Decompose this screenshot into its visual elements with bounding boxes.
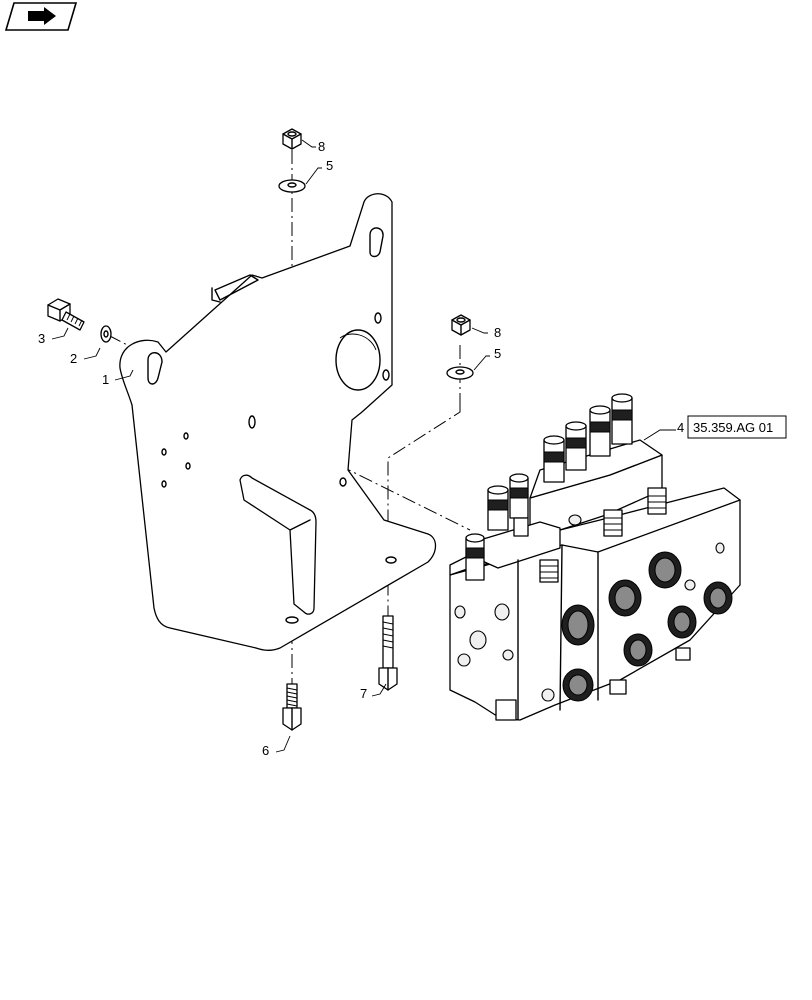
callout-5-right-label: 5 — [494, 346, 501, 361]
callout-2-label: 2 — [70, 351, 77, 366]
callout-6-label: 6 — [262, 743, 269, 758]
callout-8-right-label: 8 — [494, 325, 501, 340]
mounting-plate — [119, 193, 437, 651]
callout-6: 6 — [262, 735, 291, 758]
callout-8-top: 8 — [301, 139, 325, 154]
nut-right — [451, 314, 471, 336]
valve-ports — [454, 514, 733, 702]
navigation-arrow-icon[interactable] — [4, 2, 78, 31]
callout-2: 2 — [70, 347, 101, 366]
bolt-bottom-right — [378, 615, 398, 691]
washer-side — [100, 325, 112, 343]
callout-8-top-label: 8 — [318, 139, 325, 154]
callout-7: 7 — [360, 683, 387, 701]
callout-5-top-label: 5 — [326, 158, 333, 173]
washer-right — [446, 366, 474, 380]
callout-8-right: 8 — [471, 325, 501, 340]
washer-top — [278, 179, 306, 193]
control-valve-assembly — [449, 393, 741, 721]
callout-1: 1 — [102, 369, 134, 387]
reference-box[interactable] — [687, 415, 787, 439]
callout-4: 4 35.359.AG 01 — [643, 415, 787, 441]
solenoid-cartridges — [465, 393, 633, 581]
callout-4-label: 4 — [677, 420, 684, 435]
bolt-side — [47, 298, 85, 331]
nut-top — [282, 128, 302, 150]
hydraulic-fittings — [513, 487, 667, 583]
bolt-bottom-left — [282, 683, 302, 731]
callout-5-right: 5 — [473, 346, 501, 371]
callout-1-label: 1 — [102, 372, 109, 387]
callout-5-top: 5 — [305, 158, 333, 185]
reference-link[interactable]: 35.359.AG 01 — [693, 420, 773, 435]
callout-3-label: 3 — [38, 331, 45, 346]
callout-7-label: 7 — [360, 686, 367, 701]
callout-3: 3 — [38, 327, 69, 346]
